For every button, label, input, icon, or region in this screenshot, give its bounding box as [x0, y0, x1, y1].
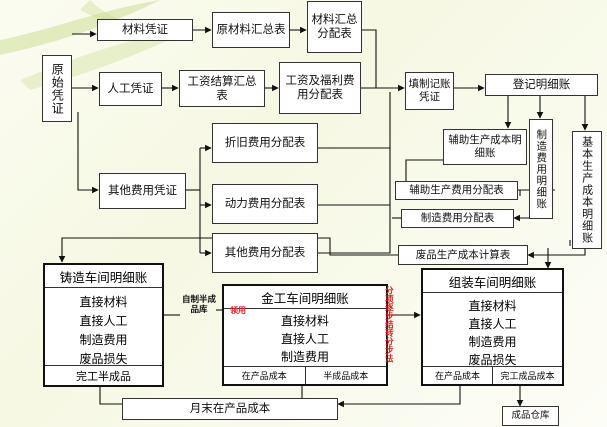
power-allocation-box: 动力费用分配表 — [212, 184, 318, 224]
basic-production-ledger-box: 基本生产成本明细账 — [572, 131, 602, 249]
casting-workshop-ledger: 铸造车间明细账 直接材料 直接人工 制造费用 废品损失 完工半成品 — [43, 263, 164, 387]
assembly-item: 废品损失 — [468, 353, 517, 367]
assembly-footer: 在产品成本 完工成品成本 — [423, 366, 562, 384]
machining-footer: 在产品成本 半成品成本 — [224, 366, 386, 384]
material-allocation-box: 材料汇总分配表 — [307, 1, 362, 53]
wage-welfare-allocation-box: 工资及福利费用分配表 — [279, 62, 361, 114]
finished-goods-warehouse-box: 成品仓库 — [502, 406, 559, 426]
wage-settlement-box: 工资结算汇总表 — [179, 70, 265, 107]
machining-item: 制造费用 — [280, 350, 329, 364]
assembly-workshop-ledger: 组装车间明细账 直接材料 直接人工 制造费用 废品损失 在产品成本 完工成品成本 — [421, 268, 564, 386]
assembly-title: 组装车间明细账 — [423, 270, 562, 293]
accounting-voucher-box: 填制记账凭证 — [405, 72, 454, 110]
casting-title: 铸造车间明细账 — [45, 265, 162, 288]
machining-footer-cell: 半成品成本 — [304, 367, 387, 384]
machining-footer-cell: 在产品成本 — [241, 372, 287, 382]
assembly-footer-cell: 在产品成本 — [434, 372, 480, 382]
machining-workshop-ledger: 金工车间明细账 直接材料 直接人工 制造费用 在产品成本 半成品成本 — [222, 284, 388, 386]
casting-item: 直接材料 — [79, 295, 128, 309]
machining-item: 直接人工 — [280, 332, 329, 346]
assembly-item: 直接材料 — [468, 299, 517, 313]
machining-item: 直接材料 — [280, 314, 329, 328]
labor-voucher-box: 人工凭证 — [99, 72, 162, 106]
casting-item: 废品损失 — [79, 352, 128, 366]
casting-item: 制造费用 — [79, 333, 128, 347]
semi-finished-warehouse-label: 自制半成品库 — [181, 295, 216, 315]
detail-ledger-box: 登记明细账 — [485, 74, 598, 96]
requisition-label: 领用 — [230, 305, 246, 315]
scrap-cost-box: 废品生产成本计算表 — [398, 245, 528, 265]
other-allocation-box: 其他费用分配表 — [212, 233, 318, 273]
overhead-allocation-box: 制造费用分配表 — [401, 209, 514, 228]
raw-material-summary-box: 原材料汇总表 — [212, 12, 290, 48]
depreciation-allocation-box: 折旧费用分配表 — [212, 123, 318, 163]
auxiliary-allocation-box: 辅助生产费用分配表 — [395, 181, 518, 200]
casting-footer: 完工半成品 — [45, 365, 162, 385]
material-voucher-box: 材料凭证 — [97, 19, 193, 41]
manufacturing-overhead-ledger-box: 制造费用明细账 — [529, 119, 553, 219]
month-end-wip-box: 月末在产品成本 — [122, 398, 338, 420]
casting-item: 直接人工 — [79, 314, 128, 328]
casting-footer-cell: 完工半成品 — [76, 369, 131, 383]
assembly-item: 制造费用 — [468, 335, 517, 349]
auxiliary-cost-ledger-box: 辅助生产成本明细账 — [443, 129, 527, 165]
assembly-footer-cell: 完工成品成本 — [492, 367, 562, 384]
machining-title: 金工车间明细账 — [224, 286, 386, 309]
assembly-item: 直接人工 — [468, 317, 517, 331]
other-expense-voucher-box: 其他费用凭证 — [99, 173, 186, 209]
original-voucher-box: 原始凭证 — [42, 55, 72, 122]
method-note: 分项逐步结转分步法 — [383, 286, 394, 363]
